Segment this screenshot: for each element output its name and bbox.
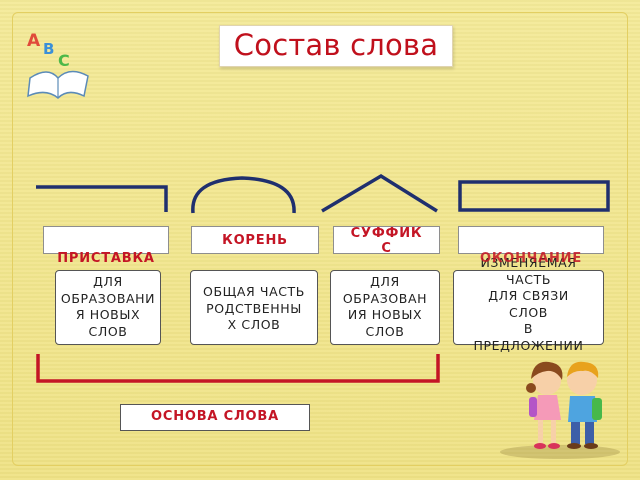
ending-box-symbol	[458, 180, 610, 212]
suffix-label: СУФФИК С	[350, 226, 423, 256]
ending-label-box	[458, 226, 604, 254]
logo-letter-c: C	[58, 51, 70, 70]
prefix-definition-box	[55, 270, 161, 345]
ending-description: ИЗМЕНЯЕМАЯ ЧАСТЬ ДЛЯ СВЯЗИ СЛОВ В ПРЕДЛО…	[473, 255, 584, 353]
base-label: ОСНОВА СЛОВА	[151, 409, 279, 424]
root-definition-box	[190, 270, 318, 345]
root-arc-symbol	[191, 176, 296, 214]
page-title: Состав слова	[233, 28, 439, 62]
prefix-description: ДЛЯ ОБРАЗОВАНИ Я НОВЫХ СЛОВ	[60, 274, 156, 339]
ending-label: ОКОНЧАНИЕ	[479, 251, 582, 266]
logo-letter-a: A	[27, 31, 41, 51]
base-box	[120, 404, 310, 431]
base-bracket	[36, 354, 440, 383]
suffix-description: ДЛЯ ОБРАЗОВАН ИЯ НОВЫХ СЛОВ	[342, 274, 428, 339]
root-label: КОРЕНЬ	[222, 233, 288, 248]
prefix-label: ПРИСТАВКА	[57, 251, 155, 266]
root-description: ОБЩАЯ ЧАСТЬ РОДСТВЕННЫ Х СЛОВ	[203, 284, 305, 332]
suffix-label-box	[333, 226, 440, 254]
title-box: Состав слова	[219, 25, 453, 67]
suffix-definition-box	[330, 270, 440, 345]
logo-letter-b: B	[43, 40, 54, 58]
root-label-box	[191, 226, 319, 254]
prefix-symbol	[36, 185, 168, 212]
children-illustration	[500, 361, 620, 459]
slide-frame	[12, 12, 628, 466]
suffix-caret-symbol	[321, 173, 438, 213]
abc-book-icon: A B C	[27, 31, 89, 100]
prefix-label-box	[43, 226, 169, 254]
ending-definition-box	[453, 270, 604, 345]
